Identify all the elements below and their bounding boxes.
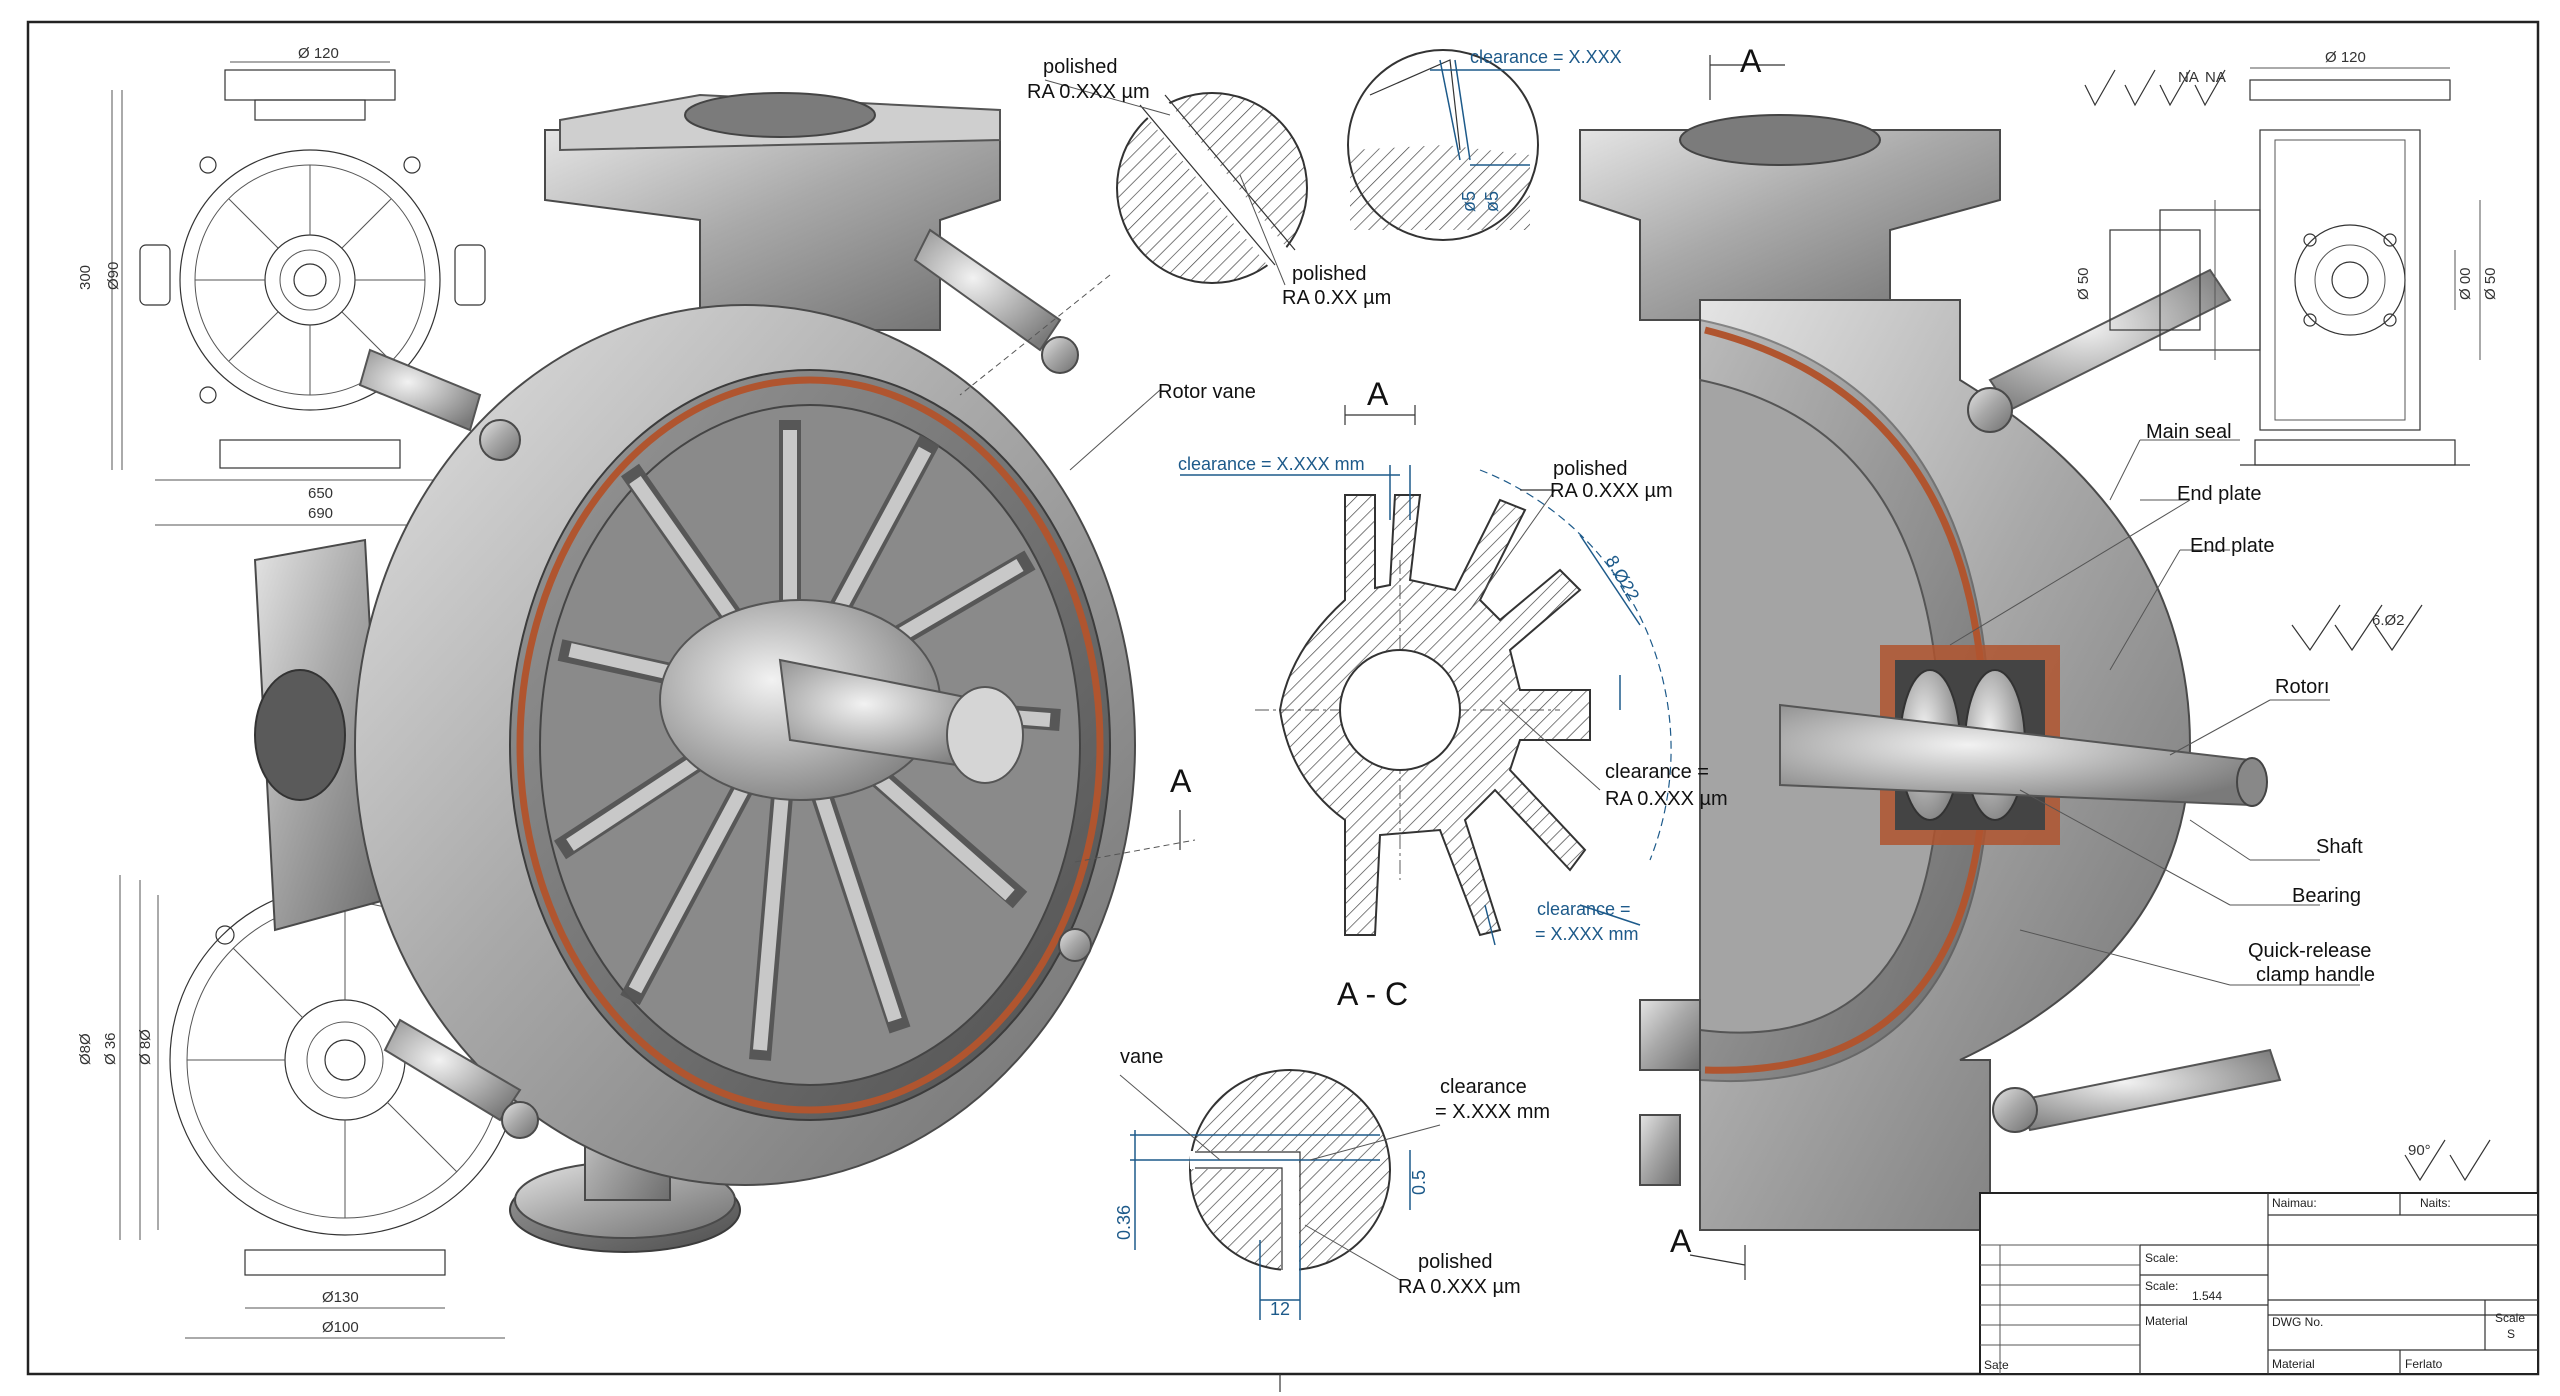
tb-ferlato: Ferlato <box>2405 1357 2443 1371</box>
vane-dim-right: 0.5 <box>1409 1170 1429 1195</box>
left-front-view <box>111 61 486 526</box>
section-mark-top-right: A <box>1740 43 1762 79</box>
sheet-border <box>26 20 2540 1376</box>
vane-polished-ra: RA 0.XXX µm <box>1398 1276 1521 1298</box>
tb-scale-label: Scale: <box>2145 1251 2178 1265</box>
callout-clamp-2: clamp handle <box>2256 964 2375 986</box>
vane-dim-left: 0.36 <box>1114 1205 1134 1240</box>
left-dim-dia: Ø90 <box>105 262 122 290</box>
tb-material-label-2: Material <box>2272 1357 2315 1371</box>
right-dim-right-1: Ø 00 <box>2457 267 2474 300</box>
section-mark-lines <box>1074 55 1785 1280</box>
callout-shaft: Shaft <box>2316 836 2363 858</box>
tb-scale-value: 1.544 <box>2192 1289 2222 1303</box>
vane-clearance: clearance <box>1440 1076 1527 1098</box>
surface-symbols <box>2291 604 2491 1182</box>
section-clearance-bottom: clearance = <box>1537 899 1631 919</box>
section-polished: polished <box>1553 458 1628 480</box>
detail-polished-label: polished <box>1043 56 1118 78</box>
tb-material-label: Material <box>2145 1314 2188 1328</box>
callout-rotor-vane: Rotor vane <box>1158 381 1256 403</box>
right-dim-left: Ø 50 <box>2075 267 2092 300</box>
vane-label: vane <box>1120 1046 1163 1068</box>
right-symbol-1: NA <box>2178 69 2199 86</box>
callout-end-plate-1: End plate <box>2177 483 2262 505</box>
clearance-dim-1: ø5 <box>1459 191 1479 212</box>
detail-polished-ra-2: RA 0.XX µm <box>1282 287 1391 309</box>
tb-name-label: Naimau: <box>2272 1196 2317 1210</box>
detail-polished-label-2: polished <box>1292 263 1367 285</box>
tb-notes-label: Naits: <box>2420 1196 2451 1210</box>
callout-leaders <box>1069 389 2360 986</box>
right-symbol-2: NA <box>2205 69 2226 86</box>
detail-vane <box>1119 1069 1441 1320</box>
lower-dim-bottom-outer: Ø100 <box>322 1319 359 1336</box>
section-view-ac <box>1180 405 1672 946</box>
detail-polished-ra: RA 0.XXX µm <box>1027 81 1150 103</box>
lower-dim-b: Ø 36 <box>102 1032 119 1065</box>
left-dim-top: Ø 120 <box>298 45 339 62</box>
vane-polished: polished <box>1418 1251 1493 1273</box>
right-dim-top: Ø 120 <box>2325 49 2366 66</box>
tb-scale-value-3: S <box>2507 1327 2515 1341</box>
detail-clearance <box>1347 49 1560 241</box>
vane-dim-bottom: 12 <box>1270 1299 1290 1319</box>
callout-bearing: Bearing <box>2292 885 2361 907</box>
title-block <box>1979 1192 2539 1375</box>
lower-dim-a: Ø8Ø <box>77 1033 94 1065</box>
callout-rotor: Rotorı <box>2275 676 2329 698</box>
tb-date-label: Sate <box>1984 1358 2009 1372</box>
vane-clearance-val: = X.XXX mm <box>1435 1101 1550 1123</box>
section-mark-bottom-right: A <box>1670 1223 1692 1259</box>
callout-clamp-1: Quick-release <box>2248 940 2371 962</box>
clearance-dim-2: ø5 <box>1482 191 1502 212</box>
section-clearance-right: clearance = <box>1605 761 1709 783</box>
callout-end-plate-2: End plate <box>2190 535 2275 557</box>
left-dim-width-inner: 650 <box>308 485 333 502</box>
section-mark-left: A <box>1170 763 1192 799</box>
tb-scale-label-3: Scale <box>2495 1311 2525 1325</box>
clearance-label-top: clearance = X.XXX <box>1470 47 1622 67</box>
left-dim-width-outer: 690 <box>308 505 333 522</box>
section-polished-ra: RA 0.XXX µm <box>1550 480 1673 502</box>
right-ortho-view <box>2084 67 2481 466</box>
detail-polished <box>959 79 1308 396</box>
section-clearance-bottom-val: = X.XXX mm <box>1535 924 1639 944</box>
lower-dim-c: Ø 8Ø <box>137 1029 154 1065</box>
section-clearance-top: clearance = X.XXX mm <box>1178 454 1365 474</box>
section-arc-dim: 8.Ø22 <box>1602 552 1644 604</box>
left-dim-height: 300 <box>77 265 94 290</box>
left-main-seal <box>516 376 1104 1114</box>
angle-label: 90° <box>2408 1142 2431 1159</box>
section-clearance-right-val: RA 0.XXX µm <box>1605 788 1728 810</box>
surface-symbol-label: 6.Ø2 <box>2372 612 2405 629</box>
section-mark-a: A <box>1367 376 1389 412</box>
tb-scale-label-2: Scale: <box>2145 1279 2178 1293</box>
lower-dim-bottom-inner: Ø130 <box>322 1289 359 1306</box>
right-pump-render <box>1579 114 2282 1231</box>
section-title: A - C <box>1337 976 1408 1012</box>
right-dim-right-2: Ø 50 <box>2482 267 2499 300</box>
left-pump-render <box>253 92 1136 1253</box>
tb-dwg-label: DWG No. <box>2272 1315 2323 1329</box>
callout-main-seal: Main seal <box>2146 421 2232 443</box>
